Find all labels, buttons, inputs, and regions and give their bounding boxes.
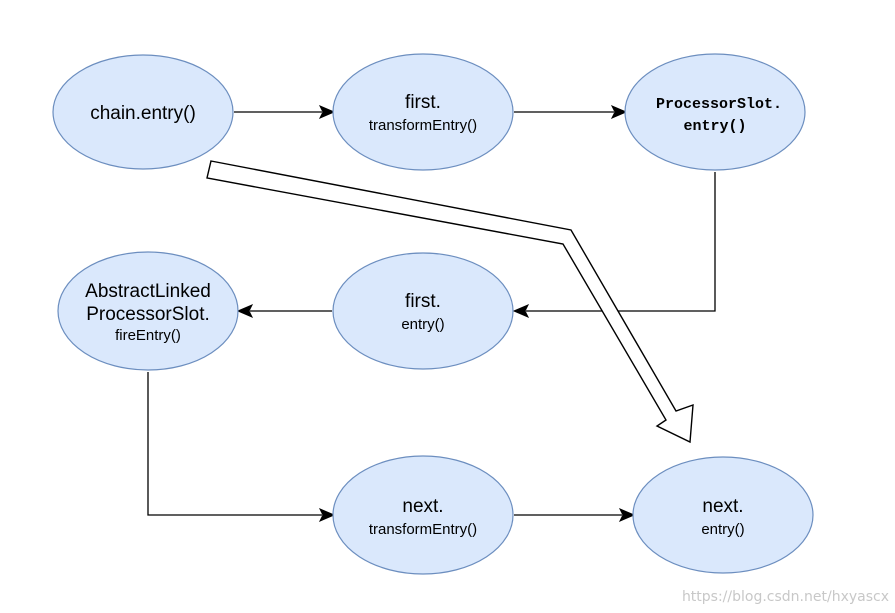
node-next-entry: next. entry() bbox=[632, 456, 814, 574]
node-label: ProcessorSlot. bbox=[86, 304, 210, 325]
node-processor-slot-entry: ProcessorSlot. entry() bbox=[624, 53, 806, 171]
node-first-transform-entry: first. transformEntry() bbox=[332, 53, 514, 171]
node-label: transformEntry() bbox=[369, 117, 477, 134]
node-label: fireEntry() bbox=[115, 327, 181, 344]
node-abstract-fire-entry: AbstractLinked ProcessorSlot. fireEntry(… bbox=[57, 251, 239, 371]
node-label: AbstractLinked bbox=[85, 281, 211, 302]
hollow-block-arrow bbox=[206, 160, 694, 444]
edge-fire-entry-to-next-transform bbox=[147, 372, 322, 516]
arrowhead bbox=[318, 508, 336, 522]
node-shape bbox=[332, 53, 514, 171]
edge-processor-slot-to-first-entry bbox=[526, 172, 716, 312]
arrowhead bbox=[618, 508, 636, 522]
node-label: transformEntry() bbox=[369, 521, 477, 538]
node-label: next. bbox=[402, 496, 443, 517]
arrowhead bbox=[610, 105, 628, 119]
arrowhead bbox=[318, 105, 336, 119]
node-shape bbox=[332, 455, 514, 575]
node-label: first. bbox=[405, 291, 441, 312]
node-label: entry() bbox=[401, 316, 444, 333]
node-shape bbox=[624, 53, 806, 171]
arrowhead bbox=[512, 304, 530, 318]
node-shape bbox=[52, 54, 234, 170]
node-shape bbox=[332, 252, 514, 370]
node-label: ProcessorSlot. bbox=[656, 96, 782, 113]
node-label: chain.entry() bbox=[90, 103, 196, 124]
node-label: next. bbox=[702, 496, 743, 517]
edges bbox=[147, 105, 716, 522]
node-next-transform-entry: next. transformEntry() bbox=[332, 455, 514, 575]
node-shape bbox=[632, 456, 814, 574]
watermark-text: https://blog.csdn.net/hxyascx bbox=[681, 589, 889, 605]
node-chain-entry: chain.entry() bbox=[52, 54, 234, 170]
arrowhead bbox=[236, 304, 254, 318]
node-shape bbox=[57, 251, 239, 371]
node-label: entry() bbox=[701, 521, 744, 538]
node-label: first. bbox=[405, 92, 441, 113]
node-first-entry: first. entry() bbox=[332, 252, 514, 370]
node-label: entry() bbox=[683, 118, 746, 135]
